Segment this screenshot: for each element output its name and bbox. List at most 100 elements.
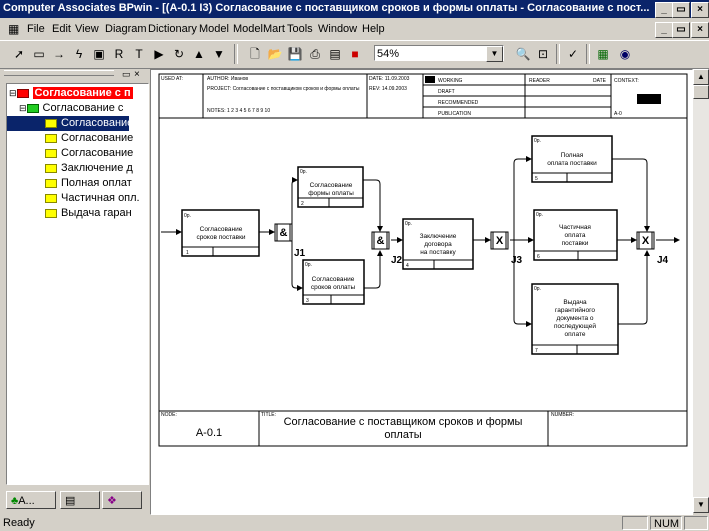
tab-diagrams[interactable]: ▤ (60, 491, 100, 509)
doc-restore-button[interactable]: ▭ (672, 22, 690, 38)
text-tool-icon[interactable]: T (135, 47, 143, 61)
diagram-canvas[interactable]: USED AT: AUTHOR: Иванов DATE: 11.09.2003… (150, 69, 693, 515)
svg-text:&: & (377, 235, 385, 247)
down-icon[interactable]: ▼ (213, 47, 225, 61)
junction-j1[interactable]: & J1 (274, 223, 306, 259)
junction-j3[interactable]: X J3 (490, 231, 523, 266)
save-icon[interactable]: 💾 (287, 47, 303, 61)
menu-view[interactable]: View (75, 23, 99, 35)
tree-item[interactable]: Согласование (45, 131, 133, 146)
menu-dictionary[interactable]: Dictionary (148, 23, 197, 35)
report-icon[interactable]: ▤ (329, 47, 341, 61)
new-icon[interactable]: 🗋 (250, 47, 260, 61)
zoom-fit-icon[interactable]: ⊡ (537, 47, 549, 61)
box-2-label-line-2: формы оплаты (308, 190, 354, 197)
scroll-up-icon[interactable]: ▲ (693, 69, 709, 85)
menu-help[interactable]: Help (362, 23, 385, 35)
explorer-close-button[interactable]: × (134, 69, 140, 80)
activity-box-7[interactable]: 0р. Выдача гарантийного документа о посл… (531, 283, 619, 355)
close-button[interactable]: × (691, 2, 709, 18)
svg-text:2: 2 (301, 201, 304, 207)
activity-box-1[interactable]: 0р. Согласование сроков поставки 1 (181, 209, 260, 257)
doc-icon[interactable]: ▦ (8, 22, 20, 36)
spellcheck-icon[interactable]: ✓ (567, 47, 579, 61)
activity-box-4[interactable]: 0р. Заключение договора на поставку 4 (402, 218, 474, 270)
maximize-button[interactable]: ▭ (672, 2, 690, 18)
external-ref-icon[interactable]: R (114, 47, 124, 61)
svg-text:4: 4 (406, 263, 409, 269)
menu-tools[interactable]: Tools (287, 23, 313, 35)
arrow-j3-7[interactable] (510, 239, 532, 327)
project-field: PROJECT: Согласование с поставщиком срок… (207, 86, 360, 92)
vertical-scrollbar[interactable]: ▲ ▼ (693, 69, 709, 513)
rotate-icon[interactable]: ↻ (173, 47, 185, 61)
tree-item[interactable]: Полная оплат (45, 176, 132, 191)
zoom-select[interactable]: 54%▼ (374, 45, 504, 62)
open-icon[interactable]: 📂 (267, 47, 283, 61)
arrow-j1-2[interactable] (291, 177, 298, 232)
svg-text:0р.: 0р. (305, 262, 312, 268)
doc-minimize-button[interactable]: _ (655, 22, 673, 38)
tree-root[interactable]: ⊟Согласование с п (9, 87, 133, 99)
menu-edit[interactable]: Edit (52, 23, 71, 35)
doc-close-button[interactable]: × (691, 22, 709, 38)
activity-box-5[interactable]: 0р. Полная оплата поставки 5 (531, 135, 613, 183)
pointer-tool-icon[interactable]: ➚ (13, 47, 25, 61)
tree-item[interactable]: Частичная опл. (45, 191, 140, 206)
box-1-label-line-2: сроков поставки (196, 234, 245, 241)
up-icon[interactable]: ▲ (193, 47, 205, 61)
explorer-grip[interactable] (4, 70, 114, 76)
tree-item[interactable]: Согласование (7, 116, 133, 131)
box-7-label-line-3: документа о (556, 315, 593, 322)
menu-window[interactable]: Window (318, 23, 358, 35)
arrow-3-j2[interactable] (364, 250, 383, 289)
color-icon[interactable]: ■ (351, 47, 359, 61)
play-icon[interactable]: ▶ (154, 47, 164, 61)
tree-item[interactable]: Согласование (45, 146, 133, 161)
menu-file[interactable]: File (27, 23, 45, 35)
menu-modelmart[interactable]: ModelMart (233, 23, 285, 35)
svg-text:J2: J2 (391, 255, 403, 266)
print-icon[interactable]: ⎙ (310, 47, 320, 61)
model-explorer-icon[interactable]: ▦ (597, 47, 609, 61)
box-tool-icon[interactable]: ▭ (33, 47, 45, 61)
arrow-5-j4[interactable] (612, 158, 650, 232)
junction-j4[interactable]: X J4 (636, 231, 669, 266)
scroll-thumb[interactable] (693, 85, 709, 99)
junctions: & J1 & J2 X J3 X J4 (274, 223, 669, 266)
svg-text:6: 6 (537, 254, 540, 260)
tab-objects[interactable]: ❖ (102, 491, 142, 509)
svg-text:J4: J4 (657, 255, 669, 266)
arrow-j3-5[interactable] (510, 156, 532, 241)
tree-item[interactable]: Выдача гаран (45, 206, 132, 221)
arrow-tool-icon[interactable]: → (53, 47, 65, 61)
publication-label: PUBLICATION (438, 111, 471, 117)
tree-item[interactable]: ⊟Согласование с (19, 102, 124, 114)
junction-j2[interactable]: & J2 (371, 231, 403, 266)
activity-tree[interactable]: ⊟Согласование с п ⊟Согласование с Соглас… (6, 83, 149, 485)
menu-model[interactable]: Model (199, 23, 229, 35)
tree-item[interactable]: Заключение д (45, 161, 133, 176)
status-text: Ready (3, 517, 35, 529)
svg-text:J3: J3 (511, 255, 523, 266)
squiggle-tool-icon[interactable]: ϟ (75, 47, 83, 61)
modelmart-icon[interactable]: ◉ (619, 47, 631, 61)
menu-diagram[interactable]: Diagram (105, 23, 147, 35)
toolbar: ➚ ▭ → ϟ ▣ R T ▶ ↻ ▲ ▼ 🗋 📂 💾 ⎙ ▤ ■ 54%▼ 🔍… (0, 40, 709, 69)
arrow-j1-3[interactable] (291, 232, 303, 291)
tab-activities[interactable]: ♣A... (6, 491, 56, 509)
zoom-icon[interactable]: 🔍 (515, 47, 531, 61)
title-line-2: оплаты (384, 429, 421, 441)
activity-box-2[interactable]: 0р. Согласование формы оплаты 2 (297, 166, 364, 208)
activity-box-6[interactable]: 0р. Частичная оплата поставки 6 (533, 209, 618, 261)
scroll-down-icon[interactable]: ▼ (693, 497, 709, 513)
arrow-7-j4[interactable] (618, 250, 650, 325)
arrow-2-j2[interactable] (363, 179, 383, 232)
reference-tool-icon[interactable]: ▣ (93, 47, 105, 61)
activity-box-3[interactable]: 0р. Согласование сроков оплаты 3 (302, 259, 365, 305)
activity-icon (45, 148, 57, 158)
minimize-button[interactable]: _ (655, 2, 673, 18)
explorer-pin-button[interactable]: ▭ (122, 69, 131, 79)
chevron-down-icon[interactable]: ▼ (486, 46, 503, 62)
context-node-ref: A-0 (614, 111, 622, 117)
